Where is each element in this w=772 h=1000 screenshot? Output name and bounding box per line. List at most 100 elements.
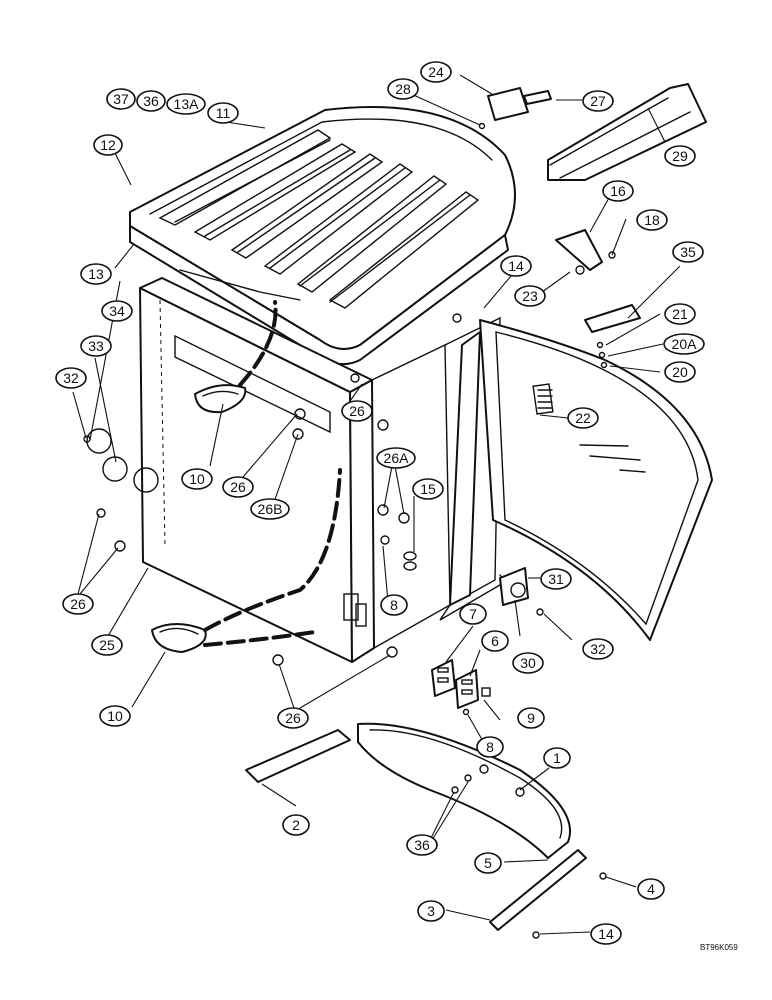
callout-text: 20A	[672, 336, 698, 352]
callout-text: 24	[428, 64, 444, 80]
callout-text: 14	[598, 926, 614, 942]
callout-text: 27	[590, 93, 606, 109]
callout-text: 18	[644, 212, 660, 228]
callout-13a: 13A	[166, 93, 206, 115]
callout-8-upper: 8	[380, 594, 408, 616]
callout-text: 32	[590, 641, 606, 657]
callout-24: 24	[420, 61, 452, 83]
callout-text: 10	[189, 471, 205, 487]
callout-32-right: 32	[582, 638, 614, 660]
callout-13: 13	[80, 263, 112, 285]
callout-36: 36	[136, 90, 166, 112]
callout-20: 20	[664, 361, 696, 383]
callout-text: 37	[113, 91, 129, 107]
callout-21: 21	[664, 303, 696, 325]
callout-text: 9	[527, 710, 535, 726]
callout-15: 15	[412, 478, 444, 500]
callout-1: 1	[543, 747, 571, 769]
callout-text: 25	[99, 637, 115, 653]
callout-text: 11	[216, 105, 231, 121]
drawing-code: BT96K059	[700, 943, 738, 952]
callout-10-upper: 10	[181, 468, 213, 490]
body-fasteners	[96, 313, 462, 666]
roof-panel	[129, 106, 516, 366]
callout-text: 36	[414, 837, 430, 853]
callout-26b: 26B	[250, 498, 290, 520]
callout-text: 26	[70, 596, 86, 612]
callout-text: 28	[395, 81, 411, 97]
callout-text: 12	[100, 137, 116, 153]
callout-14-top: 14	[500, 255, 532, 277]
callout-28: 28	[387, 78, 419, 100]
callout-text: 30	[520, 655, 536, 671]
callout-text: 10	[107, 708, 123, 724]
callout-text: 20	[672, 364, 688, 380]
callout-text: 15	[420, 481, 436, 497]
callout-20a: 20A	[663, 333, 705, 355]
callout-text: 1	[553, 750, 561, 766]
top-right-parts	[478, 83, 707, 369]
callout-10-lower: 10	[99, 705, 131, 727]
callout-6: 6	[481, 630, 509, 652]
callout-34: 34	[101, 300, 133, 322]
callout-31: 31	[540, 568, 572, 590]
callout-text: 26A	[384, 450, 410, 466]
callout-18: 18	[636, 209, 668, 231]
callout-text: 7	[469, 606, 477, 622]
callout-text: 26	[285, 710, 301, 726]
callout-text: 36	[143, 93, 159, 109]
callout-text: 34	[109, 303, 125, 319]
callout-16: 16	[602, 180, 634, 202]
callout-text: 22	[575, 410, 591, 426]
callout-text: 13A	[174, 96, 200, 112]
callout-14-bottom: 14	[590, 923, 622, 945]
callout-29: 29	[664, 145, 696, 167]
callout-text: 16	[610, 183, 626, 199]
callout-text: 6	[491, 633, 499, 649]
callout-36-lower: 36	[406, 834, 438, 856]
callout-26-door: 26	[341, 400, 373, 422]
callout-26-mid: 26	[222, 476, 254, 498]
callout-labels: 37 36 13A 11 12 13 24 28 27 29 16 18 14 …	[55, 61, 705, 945]
callout-text: 32	[63, 370, 79, 386]
callout-4: 4	[637, 878, 665, 900]
callout-text: 21	[672, 306, 688, 322]
callout-text: 33	[88, 338, 104, 354]
lower-fender-parts	[245, 722, 607, 939]
callout-text: 3	[427, 903, 435, 919]
leader-lines	[72, 74, 681, 935]
callout-7: 7	[459, 603, 487, 625]
callout-35: 35	[672, 241, 704, 263]
callout-12: 12	[93, 134, 123, 156]
callout-33: 33	[80, 335, 112, 357]
callout-8-lower: 8	[476, 736, 504, 758]
callout-text: 14	[508, 258, 524, 274]
callout-26a: 26A	[376, 447, 416, 469]
callout-32-left: 32	[55, 367, 87, 389]
callout-23: 23	[514, 285, 546, 307]
callout-text: 26	[230, 479, 246, 495]
callout-27: 27	[582, 90, 614, 112]
callout-26-bottom: 26	[277, 707, 309, 729]
callout-text: 35	[680, 244, 696, 260]
callout-3: 3	[417, 900, 445, 922]
callout-30: 30	[512, 652, 544, 674]
callout-text: 8	[486, 739, 494, 755]
callout-37: 37	[106, 88, 136, 110]
callout-text: 8	[390, 597, 398, 613]
side-plates	[431, 567, 544, 716]
callout-text: 2	[292, 817, 300, 833]
callout-text: 23	[522, 288, 538, 304]
cab-body	[133, 269, 501, 663]
callout-2: 2	[282, 814, 310, 836]
callout-text: 29	[672, 148, 688, 164]
callout-9: 9	[517, 707, 545, 729]
callout-22: 22	[567, 407, 599, 429]
callout-text: 5	[484, 855, 492, 871]
callout-text: 13	[88, 266, 104, 282]
callout-25: 25	[91, 634, 123, 656]
callout-text: 4	[647, 881, 655, 897]
callout-11: 11	[207, 102, 239, 124]
callout-26-left: 26	[62, 593, 94, 615]
